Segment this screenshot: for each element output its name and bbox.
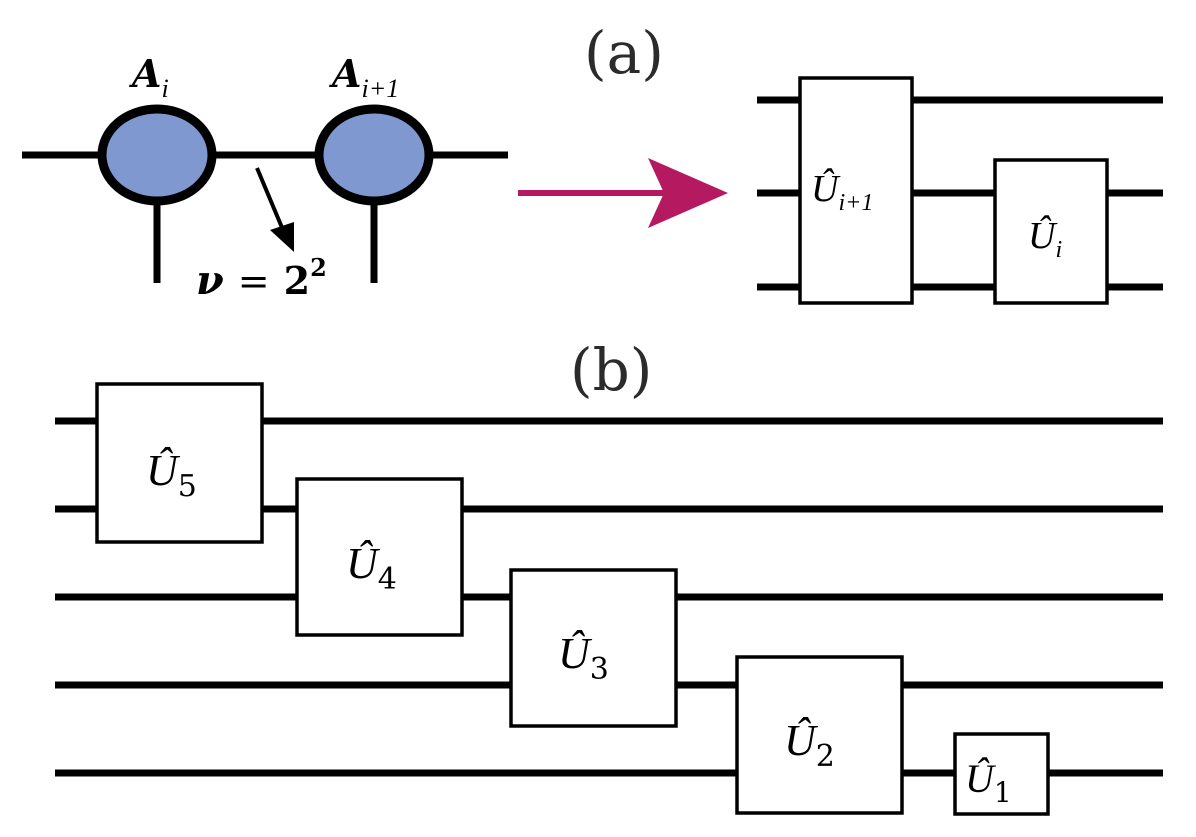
tensor-a-i [97, 104, 217, 206]
mps-tensor-pair [22, 104, 508, 283]
gate-u2-label: Û2 [784, 716, 835, 774]
gate-u-i-label: Ûi [1028, 215, 1062, 263]
gate-u2 [735, 655, 904, 815]
gate-u5 [95, 382, 264, 544]
gate-u4-label: Û4 [346, 539, 397, 597]
tensor-a-i-plus-1-label: Ai+1 [329, 51, 399, 103]
bond-dimension-label: ν=22 [196, 253, 327, 304]
gate-u3 [509, 568, 678, 728]
panel-b-label: (b) [570, 336, 652, 404]
gate-u-i-plus-1 [798, 76, 914, 305]
tensor-a-i-plus-1 [314, 104, 434, 206]
gate-u4 [295, 477, 464, 637]
tensor-a-i-label: Ai [129, 51, 169, 103]
gate-u5-label: Û5 [146, 446, 197, 504]
panel-a-label: (a) [584, 19, 664, 87]
gate-u1-label: Û1 [965, 756, 1012, 809]
gate-u-i [993, 158, 1109, 305]
bond-dimension-pointer [255, 167, 294, 252]
gate-u3-label: Û3 [558, 629, 609, 687]
transform-arrow [518, 158, 728, 228]
circuit-a [757, 76, 1163, 305]
gate-u-i-plus-1-label: Ûi+1 [811, 168, 873, 216]
circuit-b [55, 382, 1163, 816]
gate-u1 [953, 732, 1050, 816]
